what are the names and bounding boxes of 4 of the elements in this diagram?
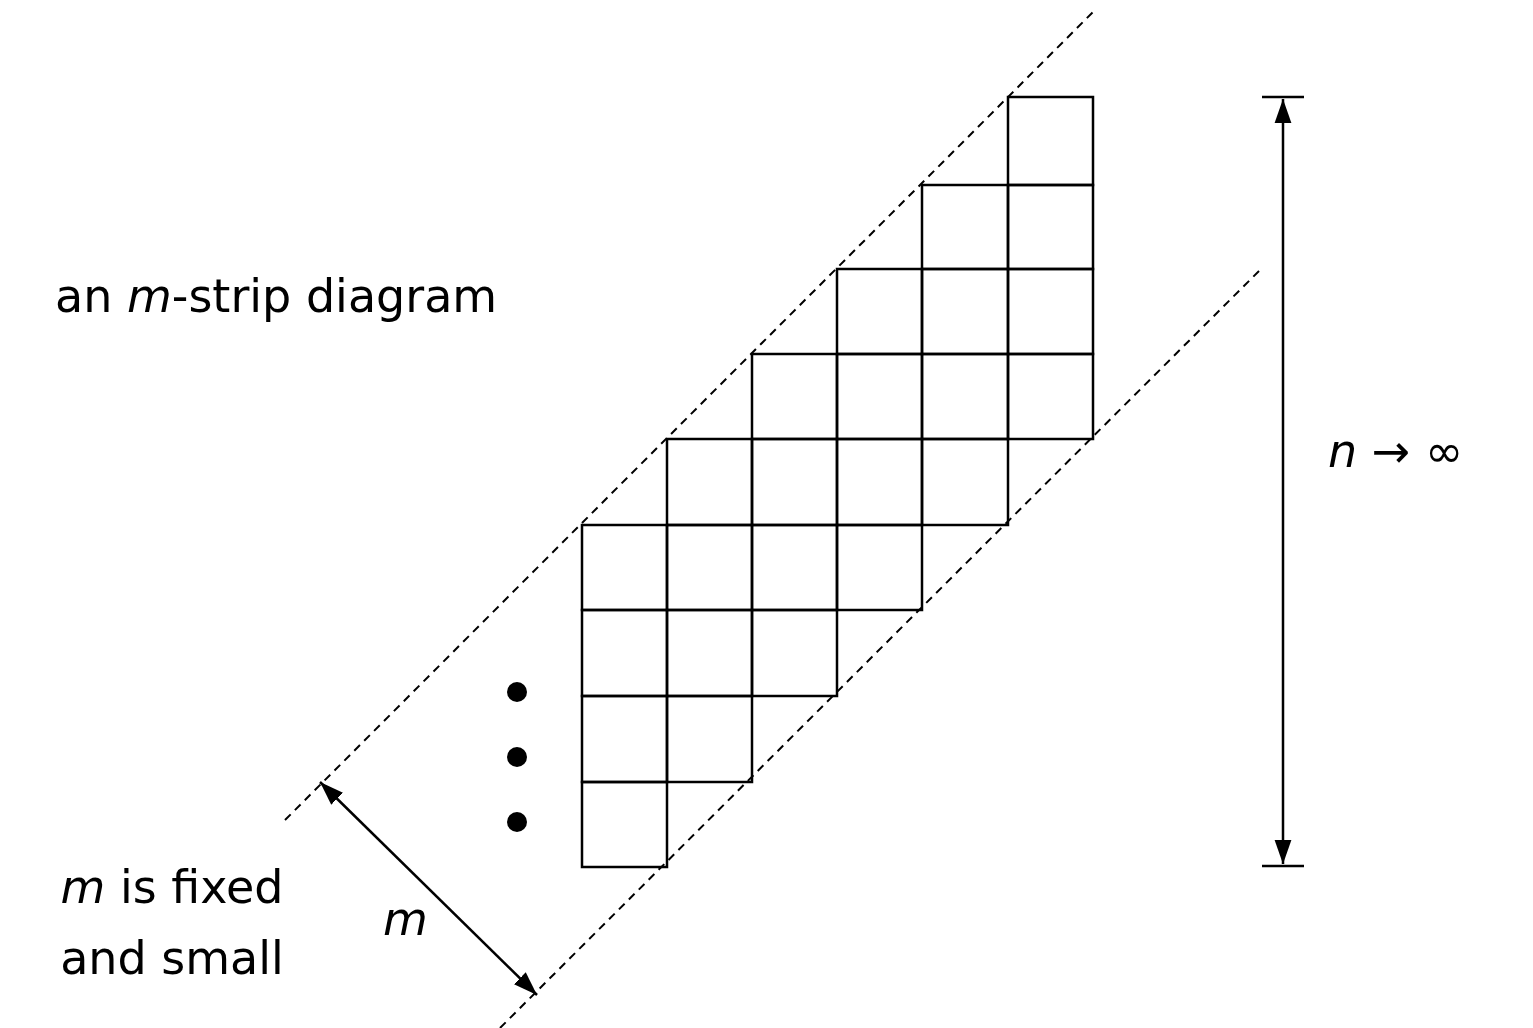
diagram-title-text: an m-strip diagram xyxy=(55,268,498,325)
dimension-label: m xyxy=(383,891,428,948)
dimension-label: n → ∞ xyxy=(1328,423,1464,480)
note-text: m is fixed and small xyxy=(59,859,285,988)
